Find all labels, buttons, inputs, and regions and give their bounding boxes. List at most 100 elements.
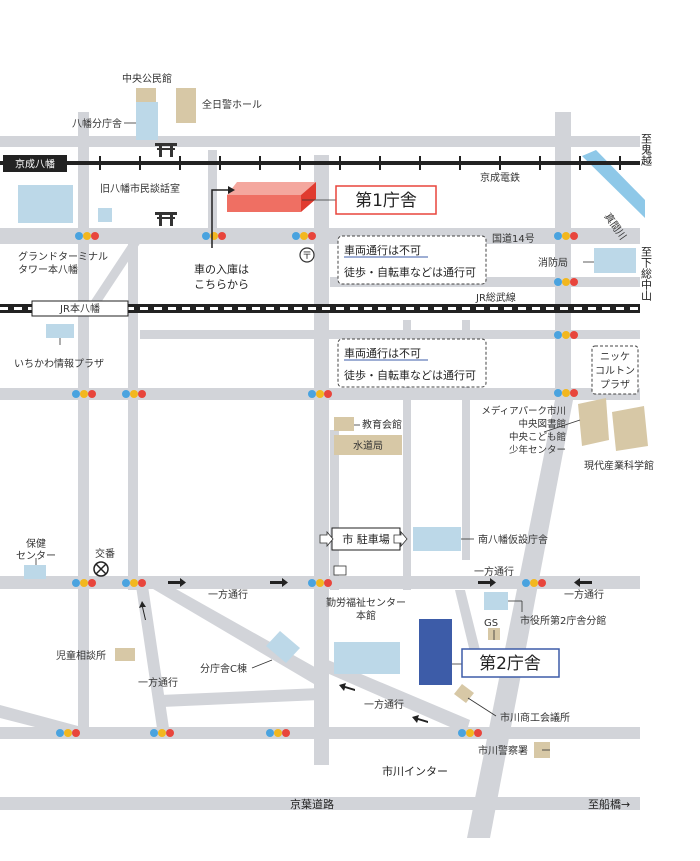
label-media-park-2: 中央図書館: [518, 418, 566, 430]
label-media-park-3: 中央こども館: [509, 431, 566, 443]
label-car-entry-1: 車の入庫は: [194, 262, 249, 276]
traffic-signal-icon: [266, 729, 290, 737]
nikke-colton-plaza: ニッケ コルトン プラザ: [591, 345, 639, 395]
keisei-yawata-station: 京成八幡: [3, 155, 67, 172]
torii-icon: [155, 212, 177, 226]
svg-text:〒: 〒: [302, 251, 312, 262]
label-kokudo14: 国道14号: [492, 232, 535, 245]
label-one-way-3: 一方通行: [564, 588, 604, 601]
label-hoken-1: 保健: [26, 537, 46, 550]
svg-text:プラザ: プラザ: [600, 379, 630, 391]
daini-chosha-building: [419, 619, 452, 685]
traffic-signals: [56, 232, 578, 737]
koban-icon: [93, 561, 109, 577]
svg-text:JR本八幡: JR本八幡: [59, 302, 100, 315]
label-koban: 交番: [95, 547, 115, 560]
label-ichikawa-ic: 市川インター: [382, 764, 448, 778]
minami-yawata-building: [413, 527, 461, 551]
label-media-park-1: メディアパーク市川: [481, 405, 566, 417]
arrow-left-icon: [574, 578, 592, 587]
arrow-right-icon: [319, 530, 334, 548]
label-keiyo-doro: 京葉道路: [290, 797, 334, 811]
buildings: [18, 88, 648, 758]
svg-text:市 駐車場: 市 駐車場: [342, 532, 390, 546]
label-bunchosha-c: 分庁舎C棟: [200, 662, 247, 675]
label-suidokyoku: 水道局: [353, 439, 383, 452]
traffic-signal-icon: [554, 389, 578, 397]
label-one-way-5: 一方通行: [364, 698, 404, 711]
no-vehicle-notice-1: 車両通行は不可 徒歩・自転車などは通行可: [337, 235, 487, 285]
daiichi-chosha-label: 第1庁舎: [335, 185, 437, 215]
label-kinro-fukushi-1: 勤労福祉センター: [326, 596, 406, 609]
shi-chushajo: 市 駐車場: [319, 527, 408, 551]
small-sign: [333, 565, 347, 576]
svg-text:徒歩・自転車などは通行可: 徒歩・自転車などは通行可: [344, 265, 476, 279]
svg-text:車両通行は不可: 車両通行は不可: [344, 243, 421, 257]
traffic-signal-icon: [150, 729, 174, 737]
traffic-signal-icon: [72, 390, 96, 398]
label-jido-sodanjo: 児童相談所: [56, 649, 106, 662]
traffic-signal-icon: [122, 390, 146, 398]
label-kinro-fukushi-2: 本館: [356, 609, 376, 622]
traffic-signal-icon: [122, 579, 146, 587]
svg-text:コルトン: コルトン: [595, 366, 635, 377]
traffic-signal-icon: [554, 331, 578, 339]
joho-plaza-building: [46, 324, 74, 338]
label-jr-sobusen: JR総武線: [475, 291, 516, 304]
jr-sobu-railway: [0, 304, 640, 313]
traffic-signal-icon: [554, 278, 578, 286]
traffic-signal-icon: [72, 579, 96, 587]
label-minami-yawata: 南八幡仮設庁舎: [478, 533, 548, 546]
traffic-signal-icon: [554, 232, 578, 240]
label-chuo-kouminkan: 中央公民館: [122, 72, 172, 85]
zennissho-hall-building: [176, 88, 196, 123]
label-hoken-2: センター: [16, 550, 56, 562]
svg-text:ニッケ: ニッケ: [600, 351, 630, 363]
shobokyoku-building: [594, 248, 636, 273]
arrow-right-icon: [168, 578, 186, 587]
label-to-shimosa-nakayama: 至下総中山: [640, 246, 653, 301]
svg-text:車両通行は不可: 車両通行は不可: [344, 346, 421, 360]
arrow-right-icon: [270, 578, 288, 587]
daini-chosha-label: 第2庁舎: [461, 648, 560, 678]
arrow-left-icon: [412, 715, 428, 723]
chuo-kouminkan-building: [136, 88, 156, 102]
label-to-funabashi: 至船橋→: [588, 797, 630, 811]
road-network: [0, 112, 640, 838]
svg-text:徒歩・自転車などは通行可: 徒歩・自転車などは通行可: [344, 368, 476, 382]
label-gendai-sangyo: 現代産業科学館: [584, 459, 654, 472]
label-daini-bunkan: 市役所第2庁舎分館: [520, 614, 606, 627]
label-media-park-4: 少年センター: [509, 444, 566, 456]
suidokyoku-building: [334, 435, 402, 455]
traffic-signal-icon: [292, 232, 316, 240]
arrow-right-icon: [478, 578, 496, 587]
gendai-sangyo-building: [612, 406, 648, 451]
daini-bunkan-building: [484, 592, 508, 610]
kyoiku-kaikan-building: [334, 417, 354, 431]
label-yawata-bunchosha: 八幡分庁舎: [72, 117, 122, 130]
hoken-center-building: [24, 565, 46, 579]
label-car-entry-2: こちらから: [194, 278, 249, 291]
svg-text:京成八幡: 京成八幡: [15, 158, 55, 171]
mamagawa-river: [582, 150, 645, 218]
jido-sodanjo-building: [115, 648, 135, 661]
label-joho-plaza: いちかわ情報プラザ: [14, 357, 104, 370]
leader-lines: [35, 122, 594, 751]
label-grand-terminal-2: タワー本八幡: [18, 263, 78, 276]
arrow-right-icon: [393, 530, 408, 548]
daiichi-chosha-building: [227, 182, 316, 212]
grand-terminal-building: [18, 185, 73, 223]
traffic-signal-icon: [522, 579, 546, 587]
traffic-signal-icon: [308, 579, 332, 587]
post-office-icon: 〒: [299, 247, 315, 263]
label-grand-terminal-1: グランドターミナル: [18, 250, 108, 263]
label-one-way-2: 一方通行: [474, 565, 514, 578]
map-labels: 中央公民館 全日警ホール 八幡分庁舎 旧八幡市民談話室 京成電鉄 真間川 至鬼越…: [14, 72, 654, 811]
label-one-way-4: 一方通行: [138, 676, 178, 689]
traffic-signal-icon: [75, 232, 99, 240]
label-keisei-dentetsu: 京成電鉄: [480, 171, 520, 184]
jr-motoyawata-station: JR本八幡: [31, 300, 129, 317]
svg-text:第1庁舎: 第1庁舎: [355, 191, 417, 211]
yawata-bunchosha-building: [136, 102, 158, 140]
